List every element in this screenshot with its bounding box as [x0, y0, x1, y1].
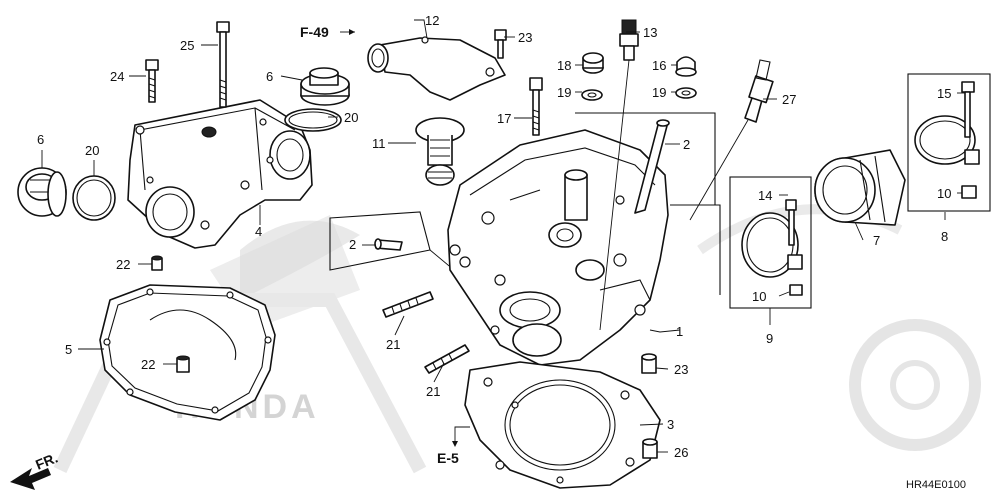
clamp-assembly-part-9[interactable]: [729, 176, 812, 309]
callout-13[interactable]: 13: [643, 25, 657, 40]
callout-25[interactable]: 24: [110, 69, 124, 84]
callout-5[interactable]: 5: [65, 342, 72, 357]
callout-8[interactable]: 8: [941, 229, 948, 244]
thermostat-cover-part-12[interactable]: [367, 36, 506, 101]
callout-22-top[interactable]: 22: [116, 257, 130, 272]
callout-6-top[interactable]: 6: [266, 69, 273, 84]
callout-2-left[interactable]: 2: [349, 237, 356, 252]
o-ring-part-20-top[interactable]: [284, 108, 342, 132]
leader-lines: [41, 19, 965, 453]
callout-numbers: 12 13 23 25 24 6 20 6 20 4 11 17 18 19 1…: [37, 13, 951, 460]
callout-24[interactable]: 23: [518, 30, 532, 45]
nut-part-18[interactable]: [582, 52, 604, 74]
callout-1[interactable]: 1: [676, 324, 683, 339]
ref-e5-label[interactable]: E-5: [437, 450, 459, 466]
callout-17[interactable]: 16: [652, 58, 666, 73]
callout-21-upper[interactable]: 21: [386, 337, 400, 352]
callout-10-left[interactable]: 10: [752, 289, 766, 304]
stud-part-21-lower[interactable]: [424, 344, 470, 374]
cylinder-head-part-1[interactable]: [447, 129, 669, 366]
callout-19-right[interactable]: 19: [652, 85, 666, 100]
callout-11[interactable]: 11: [372, 136, 386, 151]
bolt-part-24[interactable]: [494, 29, 507, 59]
dowel-part-23-lower[interactable]: [642, 438, 658, 459]
callout-27[interactable]: 27: [782, 92, 796, 107]
dowel-part-22-top[interactable]: [151, 255, 163, 271]
callout-20-left[interactable]: 20: [85, 143, 99, 158]
cylinder-head-gasket-part-3[interactable]: [464, 361, 661, 489]
cap-part-6-left[interactable]: [17, 167, 67, 217]
o-ring-part-20-left[interactable]: [72, 175, 116, 221]
head-cover-gasket-part-5[interactable]: [99, 284, 276, 421]
callout-3[interactable]: 3: [667, 417, 674, 432]
callout-21-lower[interactable]: 21: [426, 384, 440, 399]
bolt-part-25[interactable]: [145, 59, 159, 103]
dowel-part-23-upper[interactable]: [641, 353, 657, 374]
clamp-assembly-part-8[interactable]: [907, 73, 991, 212]
callout-20-top[interactable]: 20: [344, 110, 358, 125]
front-direction-label: FR.: [33, 449, 60, 472]
callout-4[interactable]: 4: [255, 224, 262, 239]
bolt-part-15[interactable]: [529, 77, 543, 136]
dowel-part-22-bottom[interactable]: [176, 355, 190, 373]
diagram-code: HR44E0100: [906, 479, 966, 491]
temperature-sensor-part-13[interactable]: [599, 19, 639, 331]
dowel-pin-part-2-right[interactable]: [634, 119, 670, 214]
callout-10-right[interactable]: 10: [937, 186, 951, 201]
dowel-pin-part-2-left[interactable]: [374, 238, 403, 251]
bolt-part-26[interactable]: [216, 21, 230, 108]
ref-f49-label[interactable]: F-49: [300, 24, 329, 40]
stud-part-21-upper[interactable]: [382, 291, 434, 318]
cap-nut-part-17[interactable]: [675, 56, 697, 77]
thermostat-part-11[interactable]: [415, 117, 465, 186]
cap-part-6-top[interactable]: [300, 67, 350, 106]
head-cover-part-4[interactable]: [127, 99, 313, 249]
washer-part-19-left[interactable]: [581, 89, 603, 101]
callout-14[interactable]: 14: [758, 188, 772, 203]
callout-19-left[interactable]: 19: [557, 85, 571, 100]
callout-2-right[interactable]: 2: [683, 137, 690, 152]
callout-18[interactable]: 18: [557, 58, 571, 73]
front-direction-arrow-icon: FR.: [10, 449, 60, 490]
callout-7[interactable]: 7: [873, 233, 880, 248]
callout-9[interactable]: 9: [766, 331, 773, 346]
callout-22-bottom[interactable]: 22: [141, 357, 155, 372]
spark-plug-part-27[interactable]: [689, 59, 774, 221]
callout-6-left[interactable]: 6: [37, 132, 44, 147]
washer-part-19-right[interactable]: [675, 87, 697, 99]
callout-16[interactable]: 15: [937, 86, 951, 101]
insulator-part-7[interactable]: [814, 149, 906, 226]
callout-23-upper[interactable]: 23: [674, 362, 688, 377]
callout-23-lower[interactable]: 26: [674, 445, 688, 460]
callout-12[interactable]: 12: [425, 13, 439, 28]
callout-26[interactable]: 25: [180, 38, 194, 53]
callout-15[interactable]: 17: [497, 111, 511, 126]
